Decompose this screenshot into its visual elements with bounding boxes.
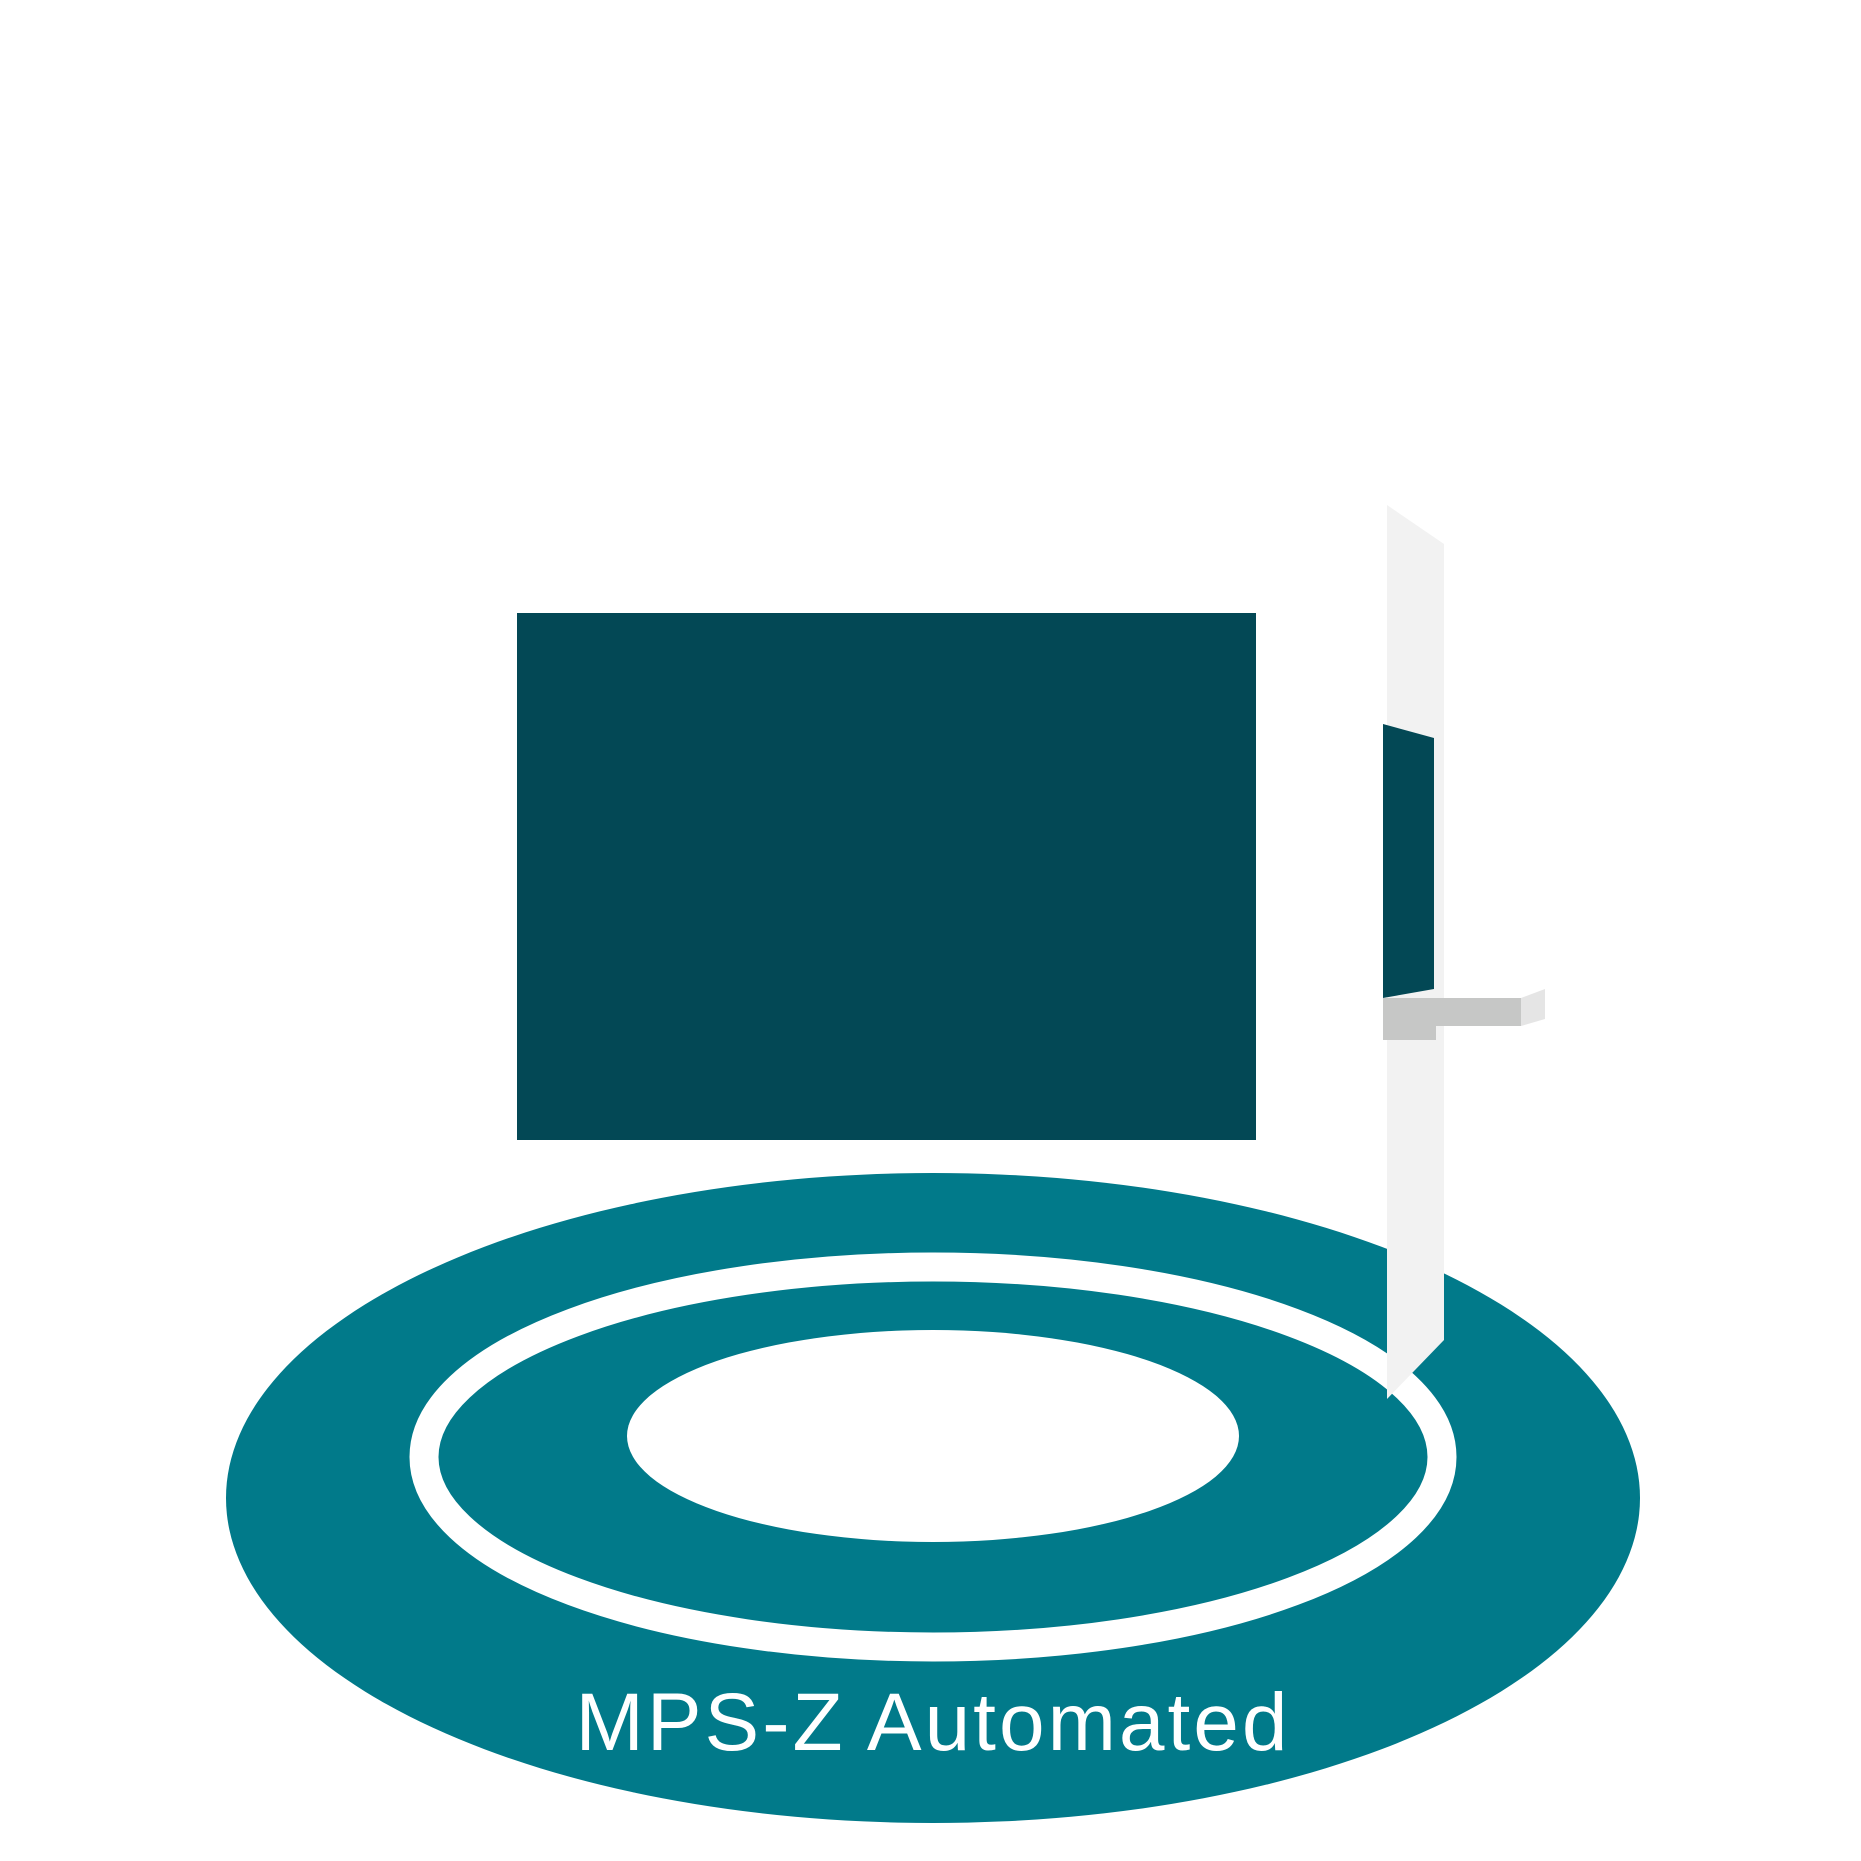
- platform-ring: [409, 1252, 1457, 1662]
- probe-arm-tip: [1521, 989, 1545, 1026]
- column-window: [1383, 724, 1434, 998]
- probe-arm: [1383, 998, 1521, 1040]
- display-panel: [517, 613, 1256, 1140]
- product-name-label: MPS-Z Automated: [576, 1677, 1291, 1768]
- platform-center-opening: [627, 1330, 1239, 1542]
